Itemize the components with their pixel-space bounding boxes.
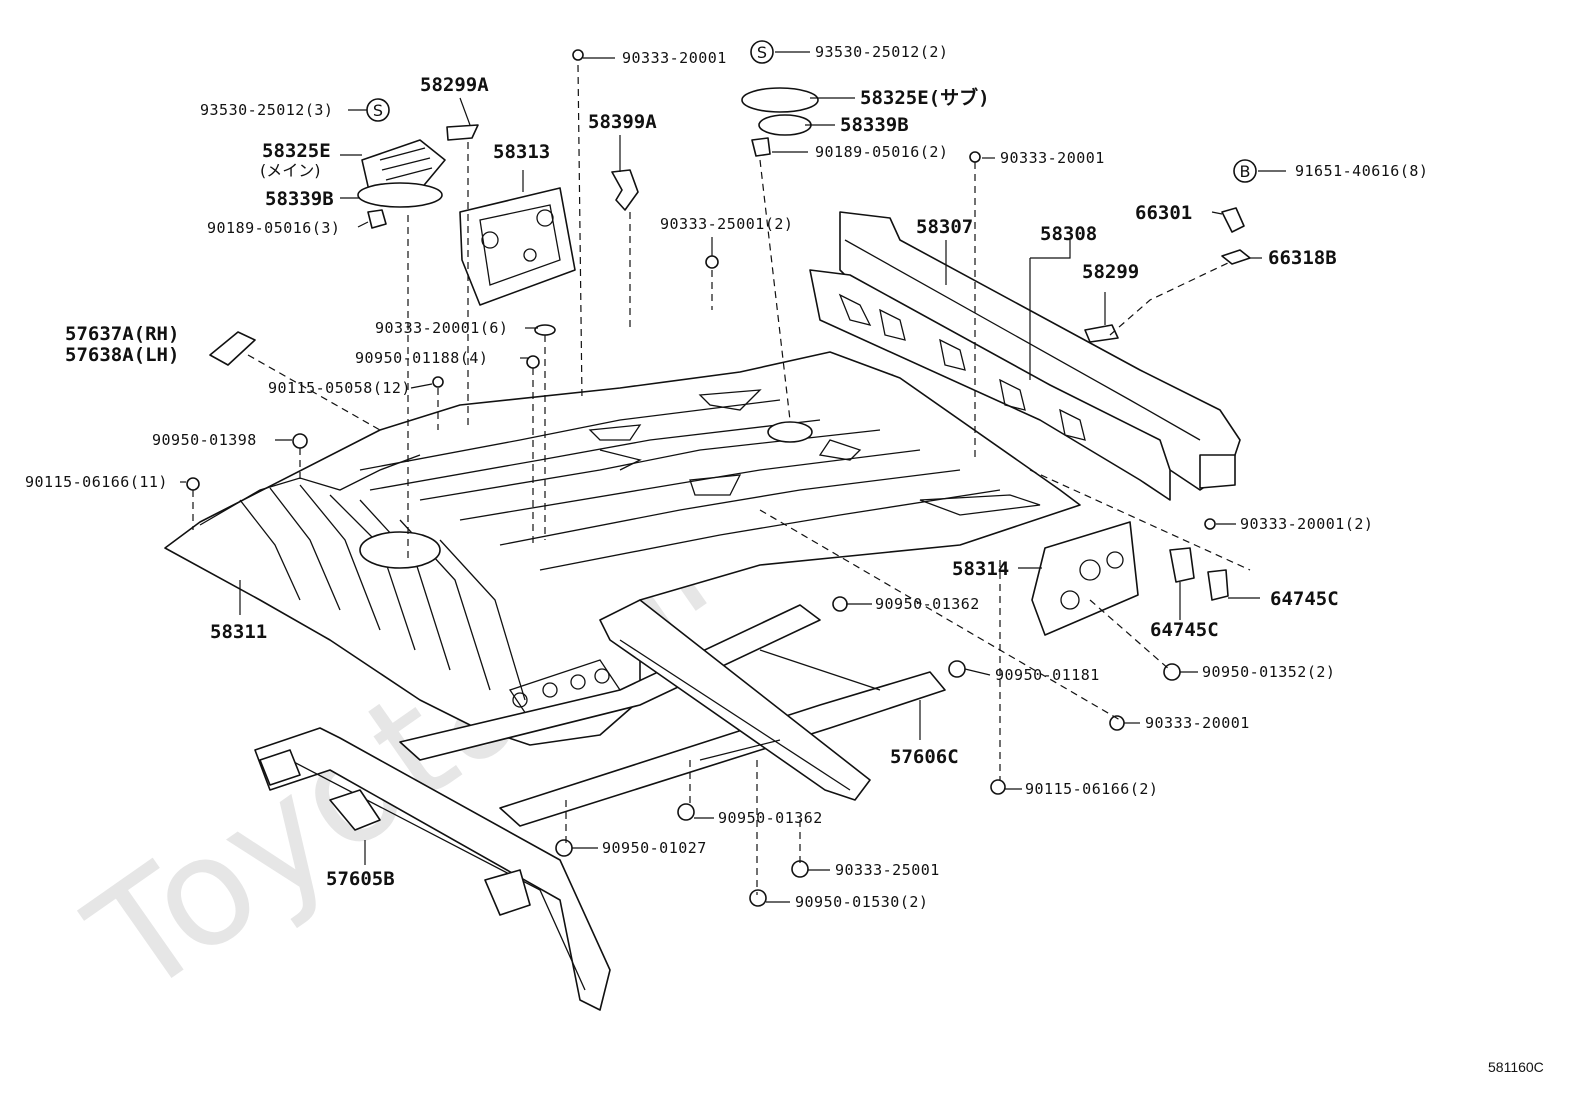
circled-symbols: S S B: [366, 40, 1257, 183]
label-90950-01530-2: 90950-01530(2): [795, 893, 928, 911]
label-90333-20001-2: 90333-20001(2): [1240, 515, 1373, 533]
label-90950-01181: 90950-01181: [995, 666, 1100, 684]
label-90189-05016-2: 90189-05016(2): [815, 143, 948, 161]
label-66318b: 66318B: [1268, 247, 1337, 269]
label-90950-01362-lower: 90950-01362: [718, 809, 823, 827]
label-57605b: 57605B: [326, 868, 395, 890]
symbol-s-left: S: [373, 101, 383, 120]
label-58314: 58314: [952, 558, 1009, 580]
label-58299: 58299: [1082, 261, 1139, 283]
label-58325e-main: 58325E: [262, 140, 331, 162]
diagram-code: 581160C: [1488, 1059, 1544, 1075]
label-90333-20001-lower: 90333-20001: [1145, 714, 1250, 732]
label-93530-25012-2: 93530-25012(2): [815, 43, 948, 61]
label-58399a: 58399A: [588, 111, 657, 133]
label-90950-01398: 90950-01398: [152, 431, 257, 449]
leader-lines: [180, 51, 1286, 903]
symbol-s-right: S: [757, 43, 767, 62]
assembly-dashed-lines: [192, 64, 1251, 895]
label-90950-01027: 90950-01027: [602, 839, 707, 857]
label-90333-20001-mid: 90333-20001: [1000, 149, 1105, 167]
part-labels: 93530-25012(2) 58325E(サブ) 58339B 90189-0…: [25, 43, 1428, 911]
label-90189-05016-3: 90189-05016(3): [207, 219, 340, 237]
label-90333-25001-2: 90333-25001(2): [660, 215, 793, 233]
panel-58313-drawing: [459, 187, 576, 306]
label-58325e-sub: 58325E(サブ): [860, 86, 990, 109]
label-66301: 66301: [1135, 202, 1192, 224]
side-member-drawing: [809, 211, 1241, 501]
label-58307: 58307: [916, 216, 973, 238]
label-90333-25001: 90333-25001: [835, 861, 940, 879]
label-91651-40616-8: 91651-40616(8): [1295, 162, 1428, 180]
label-57638a-lh: 57638A(LH): [65, 344, 179, 366]
label-58311: 58311: [210, 621, 267, 643]
label-93530-25012-3: 93530-25012(3): [200, 101, 333, 119]
label-64745c-right: 64745C: [1270, 588, 1339, 610]
label-90950-01362-upper: 90950-01362: [875, 595, 980, 613]
label-90115-06166-11: 90115-06166(11): [25, 473, 168, 491]
crossmember-57606c-drawing: [399, 599, 946, 827]
label-64745c-left: 64745C: [1150, 619, 1219, 641]
label-58313: 58313: [493, 141, 550, 163]
label-58339b-right: 58339B: [840, 114, 909, 136]
panel-58314-drawing: [1031, 521, 1139, 636]
crossmember-57605b-drawing: [254, 727, 611, 1011]
label-90950-01188-4: 90950-01188(4): [355, 349, 488, 367]
label-90333-20001-top: 90333-20001: [622, 49, 727, 67]
label-58299a: 58299A: [420, 74, 489, 96]
label-57606c: 57606C: [890, 746, 959, 768]
rear-floor-pan-drawing: [164, 351, 1081, 746]
label-57637a-rh: 57637A(RH): [65, 323, 179, 345]
label-90333-20001-6: 90333-20001(6): [375, 319, 508, 337]
label-58308: 58308: [1040, 223, 1097, 245]
label-90950-01352-2: 90950-01352(2): [1202, 663, 1335, 681]
label-90115-05058-12: 90115-05058(12): [268, 379, 411, 397]
label-90115-06166-2: 90115-06166(2): [1025, 780, 1158, 798]
label-58339b-left: 58339B: [265, 188, 334, 210]
label-main-jp: (メイン): [260, 161, 321, 180]
symbol-b-right: B: [1240, 162, 1251, 181]
